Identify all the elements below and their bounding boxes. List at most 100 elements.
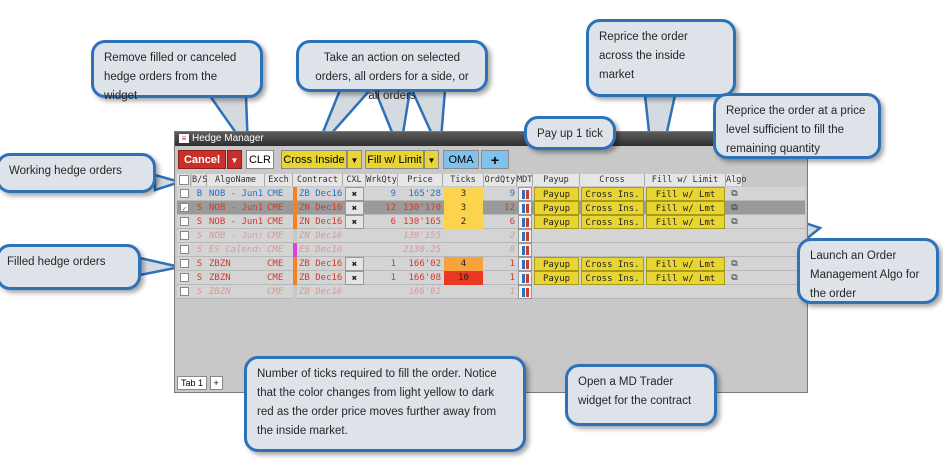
cancel-dropdown-icon[interactable]: ▼ [227,150,242,169]
ticks-away-cell: 10 [444,271,483,285]
payup-button[interactable]: Payup [534,271,579,285]
contract-cell: ZB Dec16 [299,287,343,297]
column-header-algo[interactable]: Algo [726,174,747,186]
column-header-cxl[interactable]: CXL [343,174,366,186]
md-trader-icon[interactable] [518,187,532,201]
cross-inside-dropdown-icon[interactable]: ▼ [347,150,362,169]
side-cell: B [196,189,203,199]
md-trader-icon[interactable] [518,243,532,257]
cross-inside-row-button[interactable]: Cross Ins. [581,215,644,229]
column-header-ticks-away[interactable]: Ticks Away [443,174,484,197]
cancel-order-button[interactable]: ✖ [345,257,364,271]
side-cell: S [196,287,203,297]
column-header-price[interactable]: Price [398,174,443,186]
column-header-exch[interactable]: Exch [265,174,293,186]
contract-color-bar [293,285,297,299]
ticks-away-cell: 2 [444,215,483,229]
md-trader-icon[interactable] [518,271,532,285]
contract-cell: ZB Dec16 [299,259,343,269]
row-checkbox[interactable] [180,287,189,296]
cancel-button[interactable]: Cancel [178,150,226,169]
md-trader-icon[interactable] [518,257,532,271]
add-tab-button[interactable]: + [209,376,223,390]
column-header-payup[interactable]: Payup [533,174,580,186]
exchange-cell: CME [267,217,284,227]
cross-inside-button[interactable]: Cross Inside [281,150,347,169]
row-checkbox[interactable]: ✓ [180,203,189,212]
cross-inside-row-button[interactable]: Cross Ins. [581,271,644,285]
contract-color-bar [293,257,297,271]
row-checkbox[interactable] [180,259,189,268]
cancel-order-button[interactable]: ✖ [345,187,364,201]
fill-with-limit-dropdown-icon[interactable]: ▼ [424,150,439,169]
md-trader-icon[interactable] [518,215,532,229]
cancel-order-button[interactable]: ✖ [345,215,364,229]
row-checkbox[interactable] [180,245,189,254]
cross-inside-row-button[interactable]: Cross Ins. [581,201,644,215]
callout-reprice-inside: Reprice the order across the inside mark… [586,19,736,97]
price-cell: 2138.25 [403,245,441,255]
order-qty-cell: 2 [509,231,515,241]
column-header-algo-name[interactable]: AlgoName [207,174,265,186]
fill-with-limit-row-button[interactable]: Fill w/ Lmt [646,257,725,271]
contract-color-bar [293,201,297,215]
md-trader-icon[interactable] [518,201,532,215]
fill-with-limit-row-button[interactable]: Fill w/ Lmt [646,271,725,285]
select-all-checkbox[interactable] [178,174,189,185]
row-checkbox[interactable] [180,231,189,240]
md-trader-icon[interactable] [518,285,532,299]
fill-with-limit-row-button[interactable]: Fill w/ Lmt [646,201,725,215]
launch-algo-icon[interactable]: ⧉ [731,189,738,199]
algo-name-cell: NOB - Jun1 [209,217,264,227]
row-checkbox[interactable] [180,217,189,226]
clr-button[interactable]: CLR [246,150,274,169]
order-qty-cell: 8 [509,245,515,255]
cancel-order-button[interactable]: ✖ [345,271,364,285]
payup-button[interactable]: Payup [534,257,579,271]
payup-button[interactable]: Payup [534,201,579,215]
column-header-contract[interactable]: Contract [293,174,343,186]
row-checkbox[interactable] [180,273,189,282]
oma-button[interactable]: OMA [443,150,479,169]
cancel-order-button[interactable]: ✖ [345,201,364,215]
contract-cell: ZN Dec16 [299,203,343,213]
order-qty-cell: 1 [509,259,515,269]
cross-inside-row-button[interactable]: Cross Ins. [581,257,644,271]
launch-algo-icon[interactable]: ⧉ [731,203,738,213]
column-header-wrk-qty[interactable]: WrkQty [366,174,398,186]
column-header-fill-with-limit[interactable]: Fill w/ Limit [645,174,726,186]
column-header-mdt[interactable]: MDT [517,174,533,186]
column-header-bs[interactable]: B/S [192,174,208,186]
algo-name-cell: ZBZN [209,273,231,283]
table-row[interactable] [177,285,805,299]
column-header-cross[interactable]: Cross [580,174,645,186]
contract-color-bar [293,187,297,201]
payup-button[interactable]: Payup [534,215,579,229]
select-all-header[interactable] [177,174,191,186]
fill-with-limit-row-button[interactable]: Fill w/ Lmt [646,215,725,229]
add-button[interactable]: + [481,150,509,169]
side-cell: S [196,259,203,269]
column-header-ord-qty[interactable]: OrdQty [484,174,517,186]
working-qty-cell: 6 [390,217,396,227]
contract-cell: ZB Dec16 [299,189,343,199]
exchange-cell: CME [267,231,284,241]
payup-button[interactable]: Payup [534,187,579,201]
launch-algo-icon[interactable]: ⧉ [731,259,738,269]
fill-with-limit-row-button[interactable]: Fill w/ Lmt [646,187,725,201]
order-qty-cell: 1 [509,273,515,283]
table-row[interactable] [177,243,805,257]
contract-color-bar [293,215,297,229]
ticks-away-cell: 3 [444,201,483,215]
launch-algo-icon[interactable]: ⧉ [731,217,738,227]
algo-name-cell: NOB - Jun1 [209,203,264,213]
callout-action: Take an action on selected orders, all o… [296,40,488,102]
row-checkbox[interactable] [180,189,189,198]
tab-1[interactable]: Tab 1 [177,376,208,390]
md-trader-icon[interactable] [518,229,532,243]
table-row[interactable] [177,229,805,243]
fill-with-limit-button[interactable]: Fill w/ Limit [365,150,424,169]
side-cell: S [196,273,203,283]
cross-inside-row-button[interactable]: Cross Ins. [581,187,644,201]
launch-algo-icon[interactable]: ⧉ [731,273,738,283]
